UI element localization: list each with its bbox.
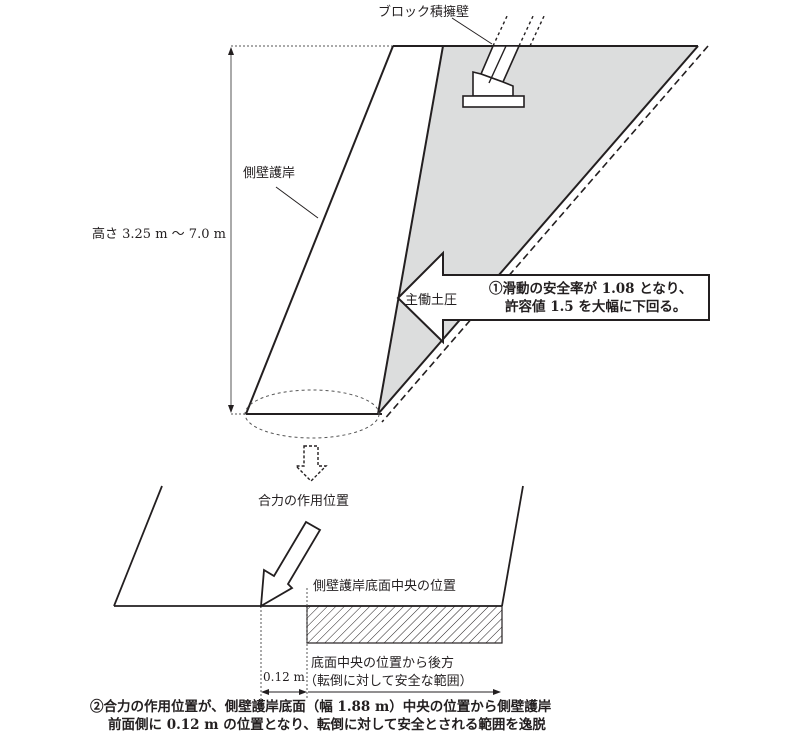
side-wall-front-face <box>245 45 394 415</box>
note-overturning: ②合力の作用位置が、側壁護岸底面（幅 1.88 m）中央の位置から側壁護岸 前面… <box>90 698 551 734</box>
height-label: 高さ 3.25 m ～ 7.0 m <box>92 227 226 242</box>
lower-wall-back-face <box>501 485 524 607</box>
safe-range-label-line2: （転倒に対して安全な範囲） <box>304 674 473 689</box>
side-wall-leader <box>275 186 319 219</box>
slip-surface-dashed <box>381 45 709 423</box>
block-retaining-wall <box>462 13 546 108</box>
active-earth-pressure-label: 主働土圧 <box>405 293 458 308</box>
note-overturning-line2: 前面側に 0.12 m の位置となり、転倒に対して安全とされる範囲を逸脱 <box>108 717 546 733</box>
note-sliding: ①滑動の安全率が 1.08 となり、 許容値 1.5 を大幅に下回る。 <box>489 280 692 316</box>
side-wall-back-face <box>377 45 444 415</box>
resultant-position-label: 合力の作用位置 <box>258 494 350 509</box>
lower-wall-front-face <box>113 485 163 607</box>
zoom-down-arrow <box>294 445 328 482</box>
side-wall-label: 側壁護岸 <box>243 166 296 181</box>
resultant-force-arrow <box>259 520 322 608</box>
base-highlight-ellipse <box>244 389 380 439</box>
safe-range-hatched-area <box>306 605 503 644</box>
active-earth-pressure-arrow <box>396 250 710 345</box>
note-sliding-line2: 許容値 1.5 を大幅に下回る。 <box>505 299 687 315</box>
soil-slope-line <box>377 45 699 415</box>
note-overturning-line1: ②合力の作用位置が、側壁護岸底面（幅 1.88 m）中央の位置から側壁護岸 <box>90 699 552 715</box>
safe-range-label-line1: 底面中央の位置から後方 <box>311 656 455 671</box>
offset-label: 0.12 m <box>263 670 305 684</box>
block-wall-label: ブロック積擁壁 <box>378 5 470 20</box>
base-center-label: 側壁護岸底面中央の位置 <box>313 579 457 594</box>
block-wall-leader <box>451 17 493 45</box>
note-sliding-line1: ①滑動の安全率が 1.08 となり、 <box>489 281 693 297</box>
